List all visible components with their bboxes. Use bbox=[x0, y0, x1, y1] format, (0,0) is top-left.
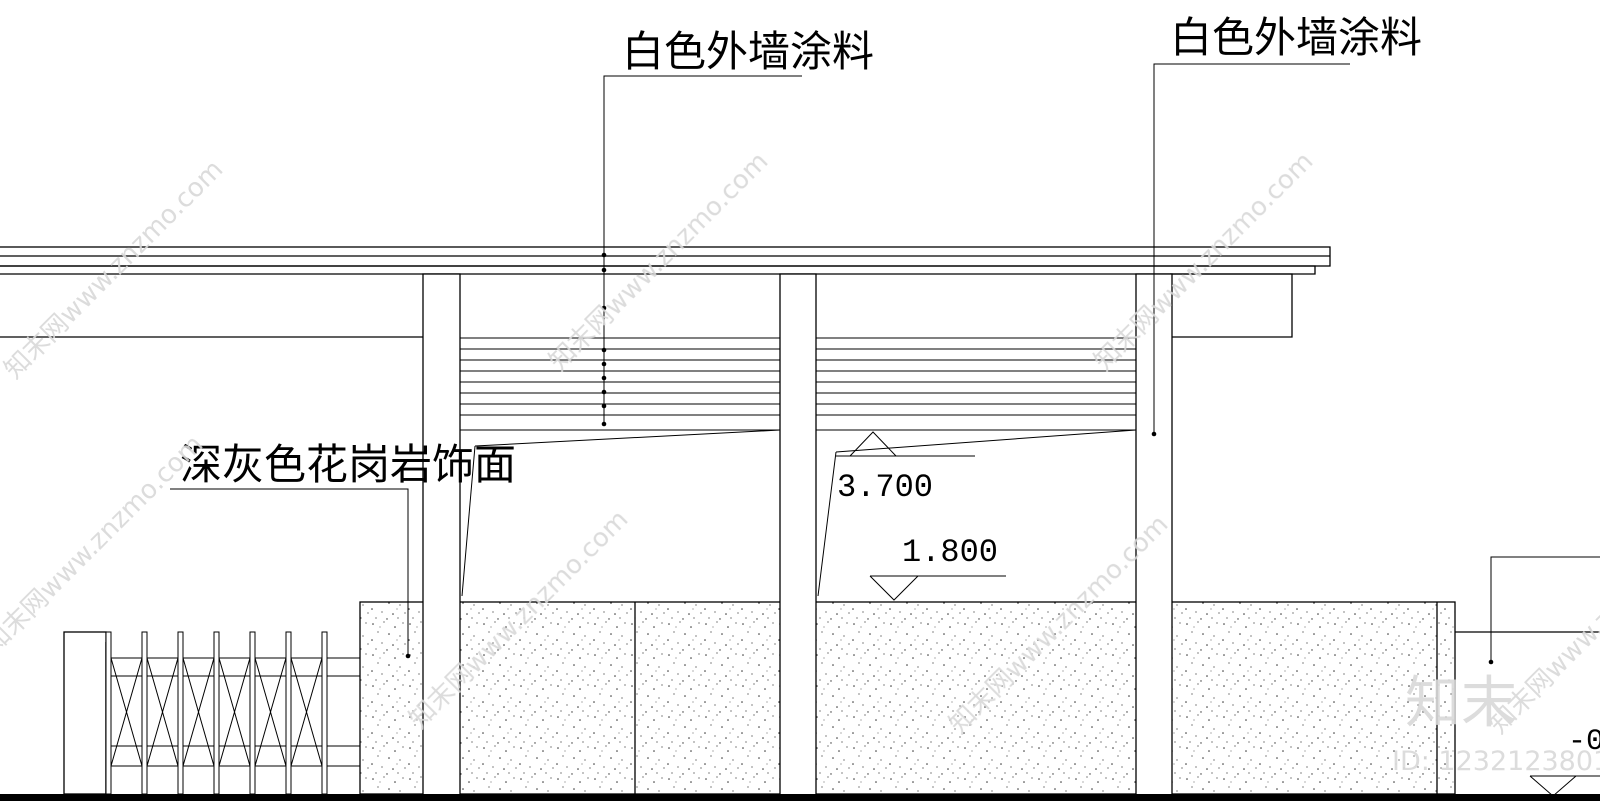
gate-post bbox=[141, 631, 148, 795]
gate-brace bbox=[290, 657, 323, 767]
label-wall-paint-left: 白色外墙涂料 bbox=[622, 27, 874, 76]
watermark-id: ID: 1232123801 bbox=[1392, 746, 1600, 777]
leader-granite bbox=[170, 488, 411, 659]
gate-post bbox=[177, 631, 184, 795]
elevation-marker-lower: 1.800 bbox=[869, 534, 1006, 601]
louver-right bbox=[816, 337, 1136, 431]
slant-lines bbox=[461, 429, 1137, 597]
gate-brace bbox=[182, 657, 215, 767]
watermark-site-2: 知末网www.znzmo.com bbox=[544, 146, 775, 377]
gate-brace bbox=[218, 657, 251, 767]
watermark-site-4: 知末网www.znzmo.com bbox=[0, 429, 209, 660]
elevation-edge-text: -0 bbox=[1568, 725, 1600, 759]
fascia-block bbox=[1170, 273, 1293, 338]
column-2 bbox=[779, 273, 817, 797]
louver-left bbox=[460, 337, 780, 431]
gate-post bbox=[249, 631, 256, 795]
gate-brace bbox=[146, 657, 179, 767]
granite-base bbox=[359, 601, 1456, 795]
gate-brace bbox=[254, 657, 287, 767]
gate-brace bbox=[110, 657, 143, 767]
gate-post bbox=[321, 631, 328, 795]
watermark-brand: 知末 bbox=[1405, 671, 1517, 736]
leader-wall-paint-right bbox=[1151, 63, 1350, 437]
elevation-upper-text: 3.700 bbox=[837, 469, 933, 506]
roof-slab bbox=[0, 246, 1331, 275]
watermark-site-1: 知末网www.znzmo.com bbox=[0, 154, 229, 385]
accordion-gate bbox=[63, 631, 360, 795]
elevation-marker-edge: -0 bbox=[1488, 556, 1600, 797]
gate-post bbox=[105, 631, 112, 795]
ground-line bbox=[0, 794, 1600, 801]
elevation-marker-upper: 3.700 bbox=[836, 431, 975, 506]
label-wall-paint-right: 白色外墙涂料 bbox=[1170, 13, 1422, 62]
column-1 bbox=[422, 273, 461, 797]
elevation-lower-text: 1.800 bbox=[902, 534, 998, 571]
gate-post bbox=[285, 631, 292, 795]
leader-wall-paint-left bbox=[601, 75, 802, 427]
label-granite-finish: 深灰色花岗岩饰面 bbox=[180, 440, 516, 489]
gate-post bbox=[213, 631, 220, 795]
watermark-site-3: 知末网www.znzmo.com bbox=[1089, 146, 1320, 377]
